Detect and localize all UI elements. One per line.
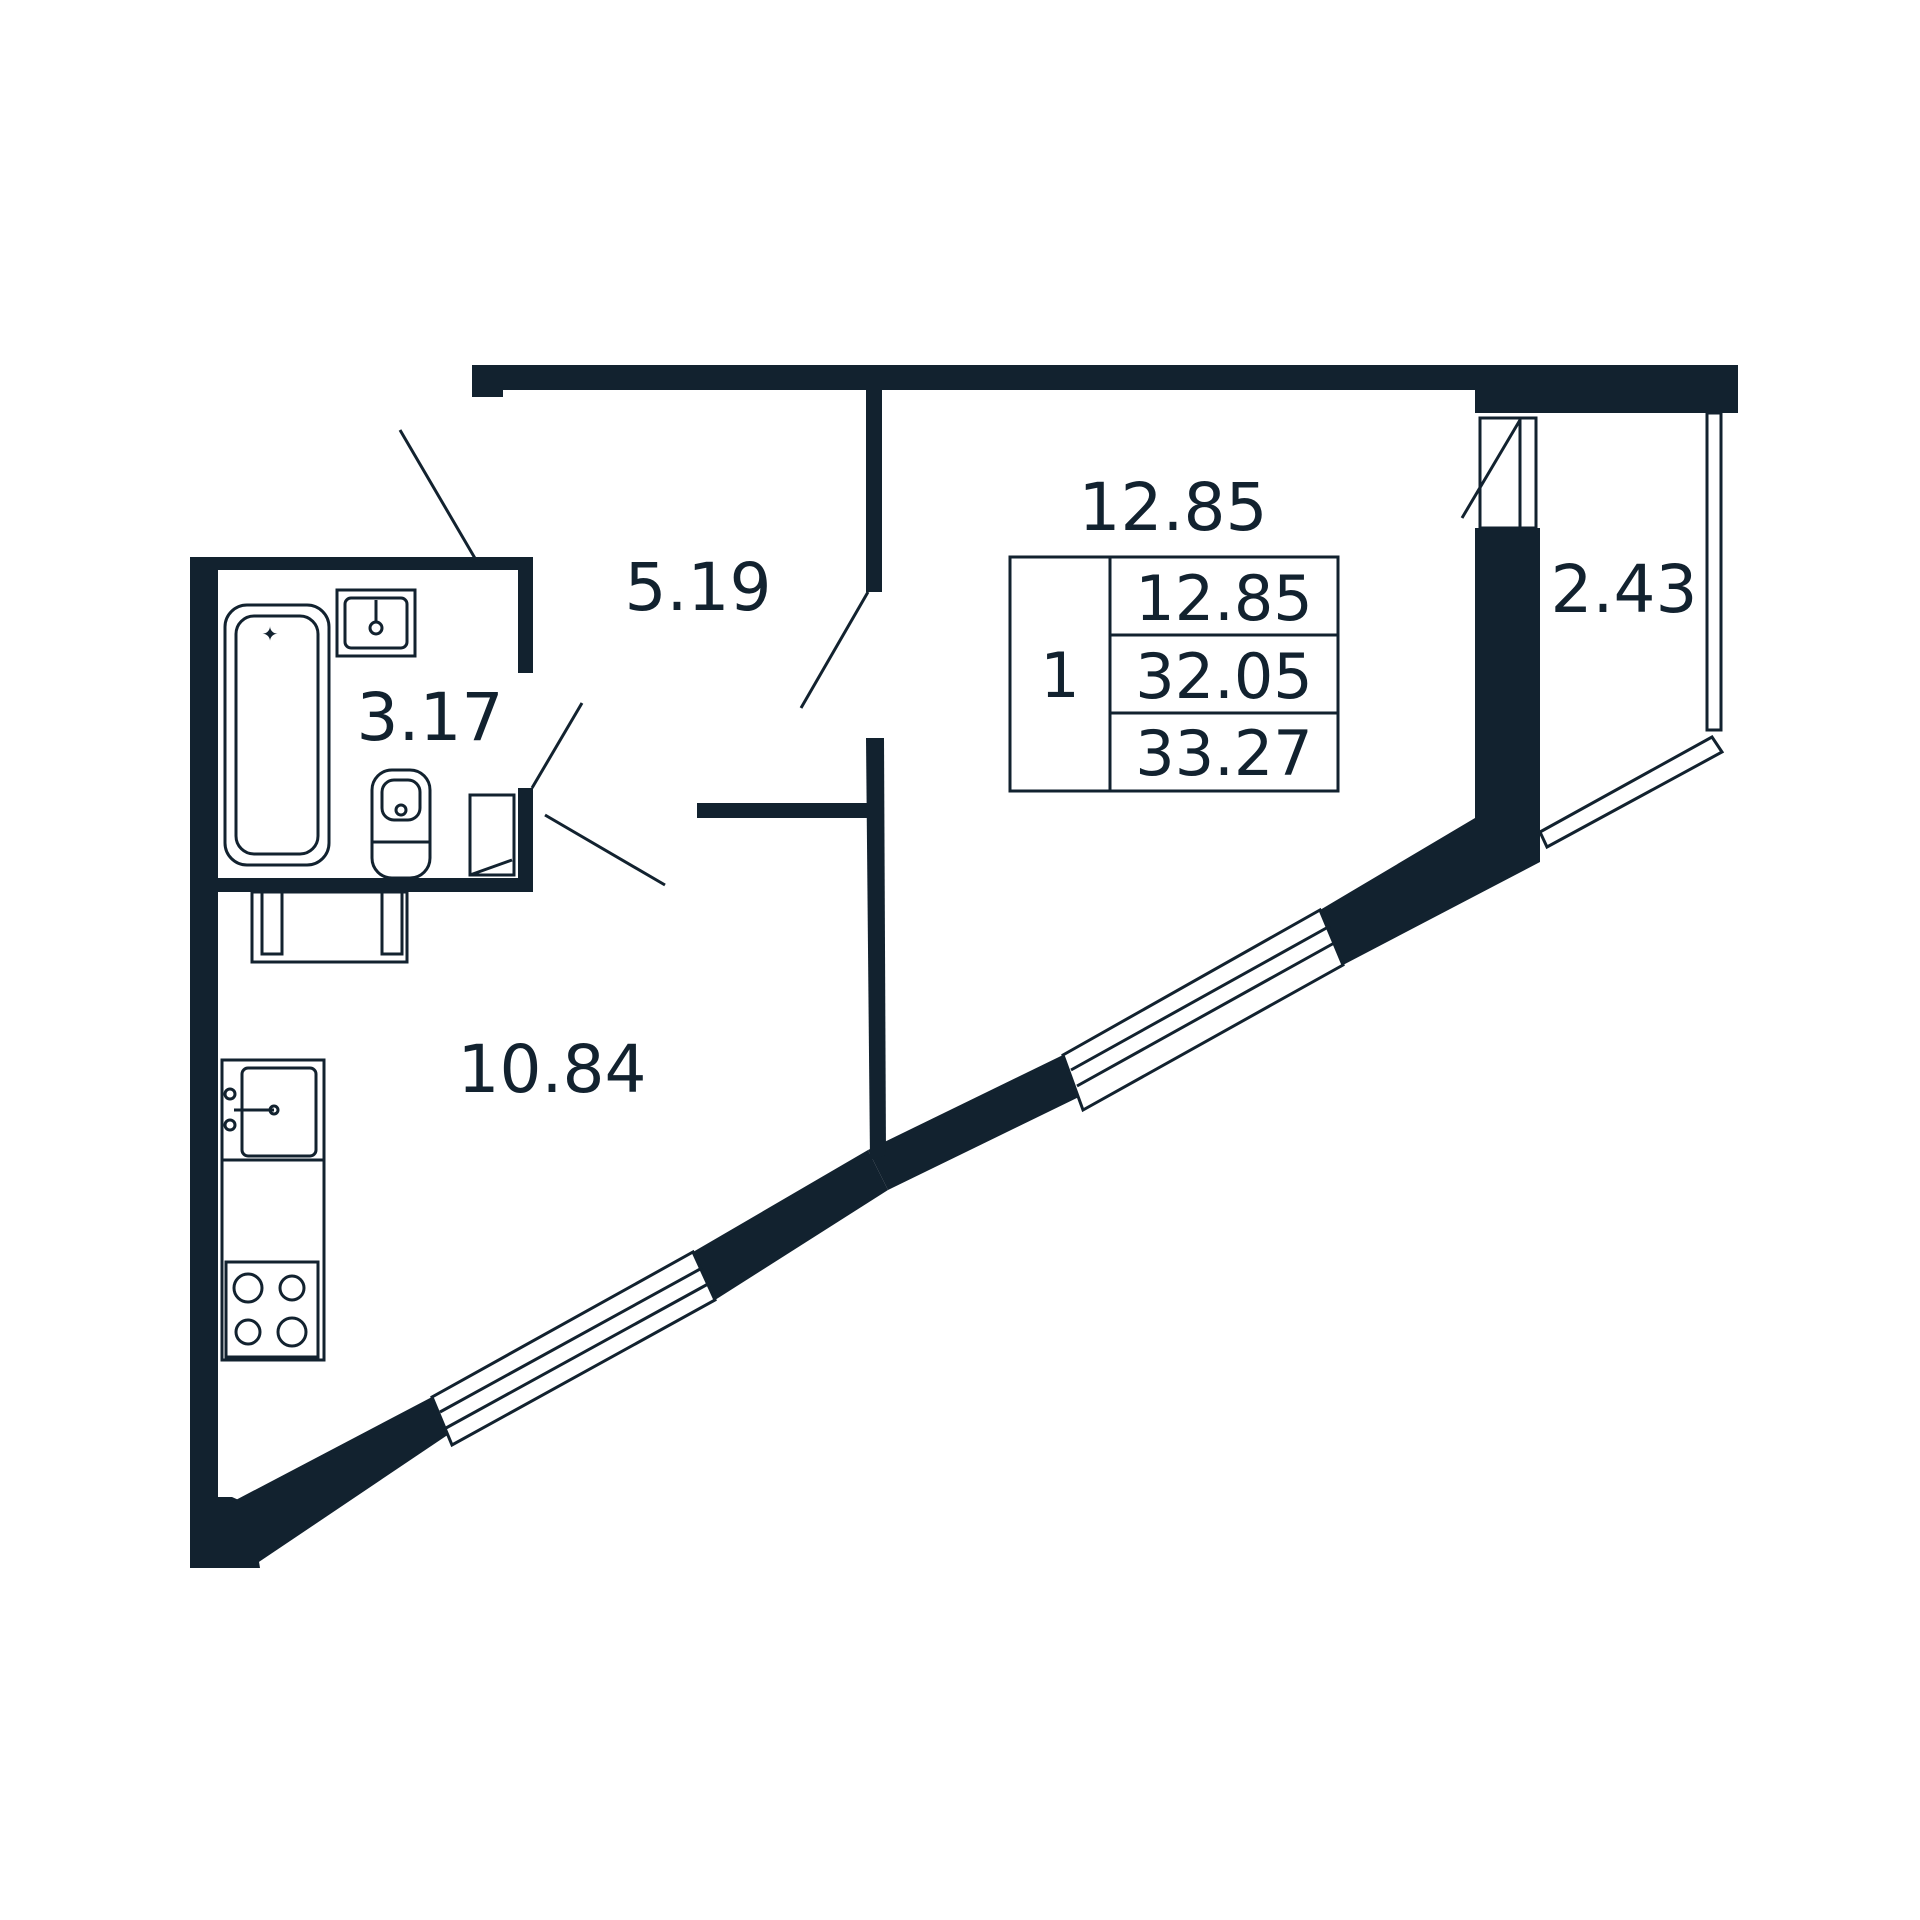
burner-icon [278,1274,306,1302]
kitchen-sink [240,1066,318,1158]
bathroom-cabinet [250,890,409,964]
bathroom-bottom-wall [218,878,533,892]
kitchen-area: 10.84 [458,1031,647,1108]
diagonal-wall-2 [693,1150,888,1300]
room-count: 1 [1040,639,1079,712]
left-wall [190,557,218,1497]
burner-icon [276,1316,308,1348]
windows [430,411,1725,1448]
entrance-door-swing [398,429,478,561]
partition-upper [866,390,882,592]
top-wall [472,365,1738,413]
diagonal-wall-3 [868,1055,1083,1190]
bathroom-right-wall-lower [518,788,533,892]
window-living [1061,907,1345,1113]
burner-icon [232,1272,264,1304]
stove [224,1260,320,1359]
total-area-value: 32.05 [1135,640,1313,713]
kitchen-door-swing [544,813,666,887]
kitchen-counter [220,1058,326,1362]
partition-lower [866,738,886,1160]
living-area-value: 12.85 [1135,562,1313,635]
svg-text:✦: ✦ [262,622,279,646]
balcony-wall [1475,528,1540,862]
balcony-wall-top [1475,390,1546,413]
total-area-with-balcony-value: 33.27 [1135,717,1313,790]
burner-icon [234,1318,262,1346]
room-labels: 12.85 5.19 3.17 10.84 2.43 [357,469,1698,1108]
diagonal-wall-1 [232,1397,452,1568]
bathroom-top-wall [190,557,533,570]
bathroom-right-wall [518,557,533,673]
bathroom-sink [335,588,417,658]
hallway-stub-wall [697,803,880,818]
window-kitchen [430,1249,717,1448]
kitchen-fixtures [220,1058,326,1362]
hallway-door-swing [799,591,870,709]
walls [190,365,1738,1568]
balcony-glazing-right [1705,411,1723,732]
bathroom-fixtures: ✦ [223,588,516,964]
living-room-area: 12.85 [1079,469,1268,546]
hallway-area: 5.19 [625,549,772,626]
bathroom-area: 3.17 [357,679,504,756]
balcony-glazing-diagonal [1538,735,1725,850]
door-swings [398,429,870,887]
bathroom-door-swing [530,702,584,789]
balcony-area: 2.43 [1551,551,1698,628]
washing-machine [468,793,516,877]
bathtub [223,603,331,867]
area-summary-table: 1 12.85 32.05 33.27 [1008,555,1340,793]
toilet [370,768,432,880]
